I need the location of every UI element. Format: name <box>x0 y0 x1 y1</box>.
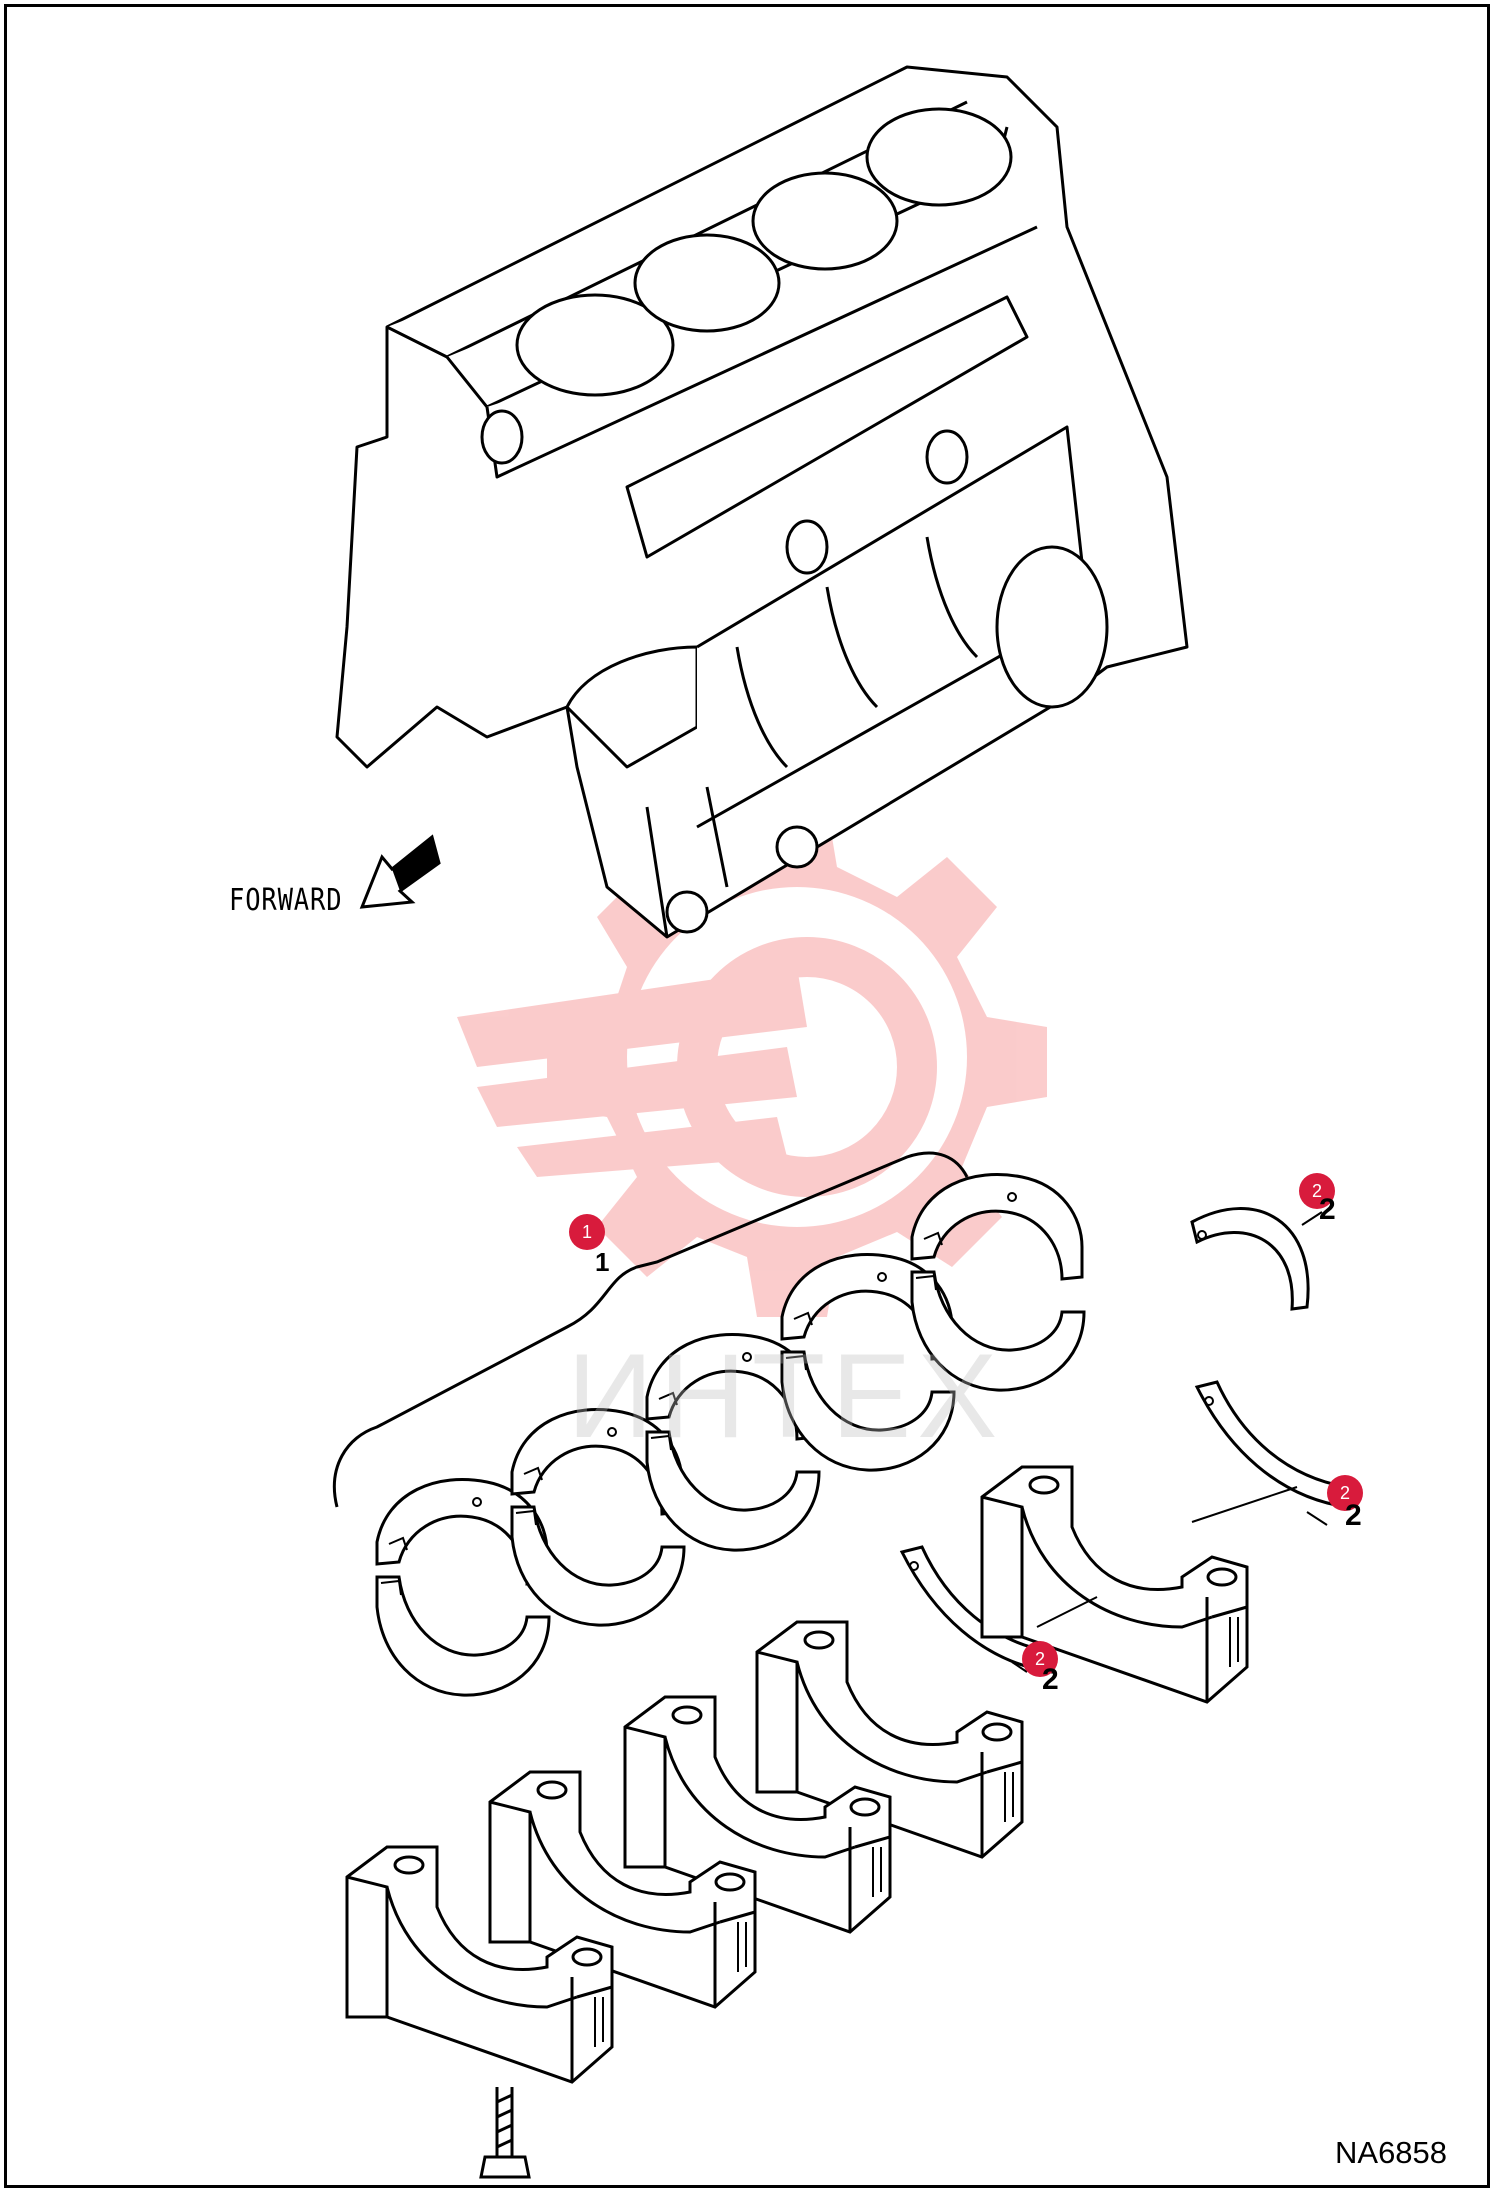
drawing-code: NA6858 <box>1335 2135 1448 2170</box>
callout-badge-1[interactable]: 1 <box>569 1214 605 1250</box>
callout-badge-2b[interactable]: 2 <box>1327 1475 1363 1511</box>
cap-bolt <box>479 2087 531 2179</box>
bearing-group-bracket <box>332 1151 969 1508</box>
forward-arrow-icon <box>359 834 441 909</box>
diagram-frame: ИНТЕХ FORWARD NA6858 1 1 2 2 2 2 2 2 <box>4 4 1490 2188</box>
callout-label-2a: 2 <box>1319 1193 1336 1226</box>
callout-label-1: 1 <box>595 1247 610 1277</box>
callout-badge-2c[interactable]: 2 <box>1022 1641 1058 1677</box>
exploded-view-drawing <box>332 65 1349 2179</box>
forward-label: FORWARD <box>229 883 343 918</box>
callout-label-2c: 2 <box>1042 1663 1059 1696</box>
callout-badge-2a[interactable]: 2 <box>1299 1173 1335 1209</box>
thrust-bearing-cap <box>980 1465 1249 1704</box>
thrust-washers <box>900 1207 1349 1674</box>
watermark-text: ИНТЕХ <box>567 1329 1004 1463</box>
callout-label-2b: 2 <box>1345 1499 1362 1532</box>
cylinder-block <box>335 65 1189 939</box>
